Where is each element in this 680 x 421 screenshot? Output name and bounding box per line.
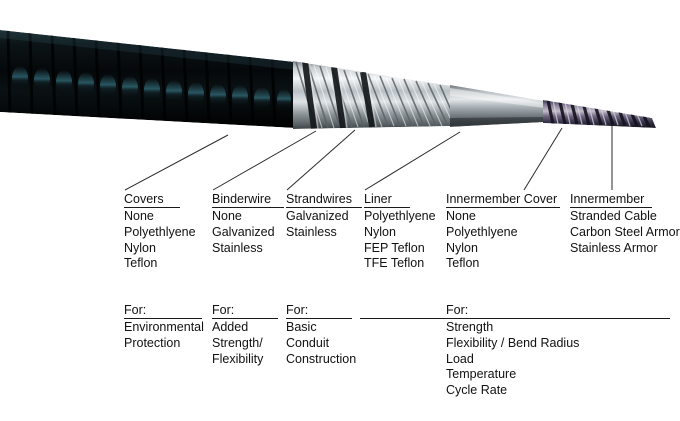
column-items-innermember: Stranded Cable Carbon Steel Armor Stainl…: [570, 209, 680, 256]
leader-strandwires: [286, 129, 356, 191]
list-item: Galvanized: [212, 224, 275, 239]
list-item: Load: [446, 351, 474, 366]
column-header-covers: Covers: [124, 192, 180, 208]
for-block-strandwires: For: Basic Conduit Construction: [286, 303, 356, 367]
leader-binderwire: [212, 130, 317, 191]
column-strandwires: Strandwires Galvanized Stainless: [286, 192, 362, 241]
list-item: None: [124, 209, 154, 223]
list-item: Added: [212, 320, 249, 334]
list-item: Conduit: [286, 335, 330, 350]
column-binderwire: Binderwire None Galvanized Stainless: [212, 192, 284, 256]
cable-outer-cover: [0, 30, 295, 128]
list-item: TFE Teflon: [364, 256, 425, 271]
list-item: Protection: [124, 335, 181, 350]
list-item: Polyethlyene: [446, 224, 518, 239]
armored-cable-cutaway-photo: [0, 0, 680, 191]
list-item: Flexibility / Bend Radius: [446, 335, 580, 350]
column-items-innermember-cover: None Polyethlyene Nylon Teflon: [446, 209, 560, 272]
list-item: Stainless: [286, 224, 337, 239]
for-header-innermember: For:: [360, 303, 670, 319]
leader-covers: [124, 134, 229, 191]
list-item: Strength: [446, 320, 494, 334]
list-item: Construction: [286, 351, 357, 366]
list-item: Nylon: [124, 240, 156, 255]
list-item: None: [446, 209, 476, 223]
list-item: Temperature: [446, 367, 517, 382]
column-items-covers: None Polyethlyene Nylon Teflon: [124, 209, 196, 272]
leader-innermember-cover: [523, 127, 563, 191]
list-item: Polyethlyene: [364, 209, 436, 223]
for-header-covers: For:: [124, 303, 202, 319]
list-item: Carbon Steel Armor: [570, 224, 680, 239]
column-items-strandwires: Galvanized Stainless: [286, 209, 362, 241]
for-header-strandwires: For:: [286, 303, 352, 319]
list-item: Environmental: [124, 320, 204, 334]
cable-illustration: [0, 30, 656, 191]
leader-liner: [364, 131, 461, 191]
for-items-strandwires: Basic Conduit Construction: [286, 320, 356, 367]
list-item: Basic: [286, 320, 317, 334]
column-header-innermember-cover: Innermember Cover: [446, 192, 560, 208]
for-block-innermember: For: Strength Flexibility / Bend Radius …: [360, 303, 670, 399]
leader-lines: [124, 126, 613, 191]
list-item: Galvanized: [286, 209, 349, 223]
list-item: Flexibility: [212, 351, 264, 366]
for-items-binderwire: Added Strength/ Flexibility: [212, 320, 278, 367]
list-item: Cycle Rate: [446, 383, 508, 398]
column-header-innermember: Innermember: [570, 192, 652, 208]
list-item: FEP Teflon: [364, 240, 425, 255]
list-item: Nylon: [364, 224, 396, 239]
column-header-binderwire: Binderwire: [212, 192, 284, 208]
for-items-innermember: Strength Flexibility / Bend Radius Load …: [360, 320, 670, 399]
for-items-covers: Environmental Protection: [124, 320, 204, 352]
for-header-binderwire: For:: [212, 303, 278, 319]
list-item: Teflon: [124, 256, 158, 271]
column-innermember-cover: Innermember Cover None Polyethlyene Nylo…: [446, 192, 560, 272]
column-items-binderwire: None Galvanized Stainless: [212, 209, 284, 256]
cable-innermember-armor: [543, 100, 656, 128]
column-liner: Liner Polyethlyene Nylon FEP Teflon TFE …: [364, 192, 436, 272]
list-item: Stainless: [212, 240, 263, 255]
list-item: Stainless Armor: [570, 240, 658, 255]
cable-liner: [450, 85, 545, 127]
column-items-liner: Polyethlyene Nylon FEP Teflon TFE Teflon: [364, 209, 436, 272]
for-block-binderwire: For: Added Strength/ Flexibility: [212, 303, 278, 367]
list-item: Nylon: [446, 240, 478, 255]
list-item: Strength/: [212, 335, 263, 350]
for-block-covers: For: Environmental Protection: [124, 303, 204, 352]
column-covers: Covers None Polyethlyene Nylon Teflon: [124, 192, 196, 272]
list-item: None: [212, 209, 242, 223]
cable-binderwires: [302, 61, 377, 129]
list-item: Teflon: [446, 256, 480, 271]
column-header-strandwires: Strandwires: [286, 192, 362, 208]
column-header-liner: Liner: [364, 192, 410, 208]
column-innermember: Innermember Stranded Cable Carbon Steel …: [570, 192, 680, 256]
list-item: Polyethlyene: [124, 224, 196, 239]
list-item: Stranded Cable: [570, 209, 657, 223]
